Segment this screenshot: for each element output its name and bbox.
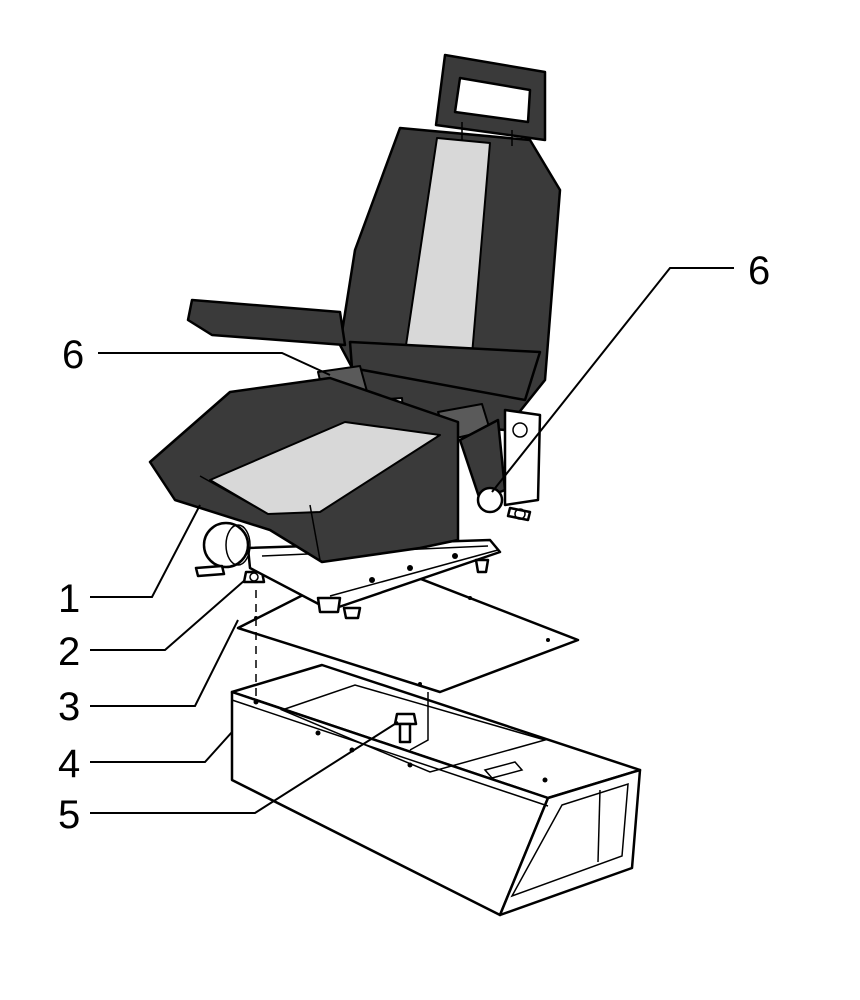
callout-6-right: 6: [748, 249, 770, 293]
side-bracket: [503, 408, 542, 522]
callout-4: 4: [58, 742, 80, 786]
leader-1: [90, 504, 201, 598]
callout-5: 5: [58, 793, 80, 837]
leader-5: [90, 721, 399, 814]
leader-lines: [90, 267, 734, 814]
callout-labels: 1 2 3 4 5 6 6: [58, 249, 770, 837]
leader-4: [90, 731, 233, 763]
leader-3: [90, 619, 239, 707]
callout-2: 2: [58, 630, 80, 674]
callout-3: 3: [58, 685, 80, 729]
leader-6-left: [98, 352, 331, 376]
left-armrest: [186, 298, 347, 347]
bolt: [393, 712, 418, 744]
callout-1: 1: [58, 577, 80, 621]
right-armrest: [348, 340, 542, 402]
seat-cushion: [148, 376, 460, 564]
leader-6-right: [491, 267, 734, 493]
leader-2: [90, 579, 246, 651]
headrest: [434, 53, 547, 146]
seat-box: [230, 663, 642, 917]
callout-6-left: 6: [62, 333, 84, 377]
adjustment-knob: [194, 521, 251, 578]
